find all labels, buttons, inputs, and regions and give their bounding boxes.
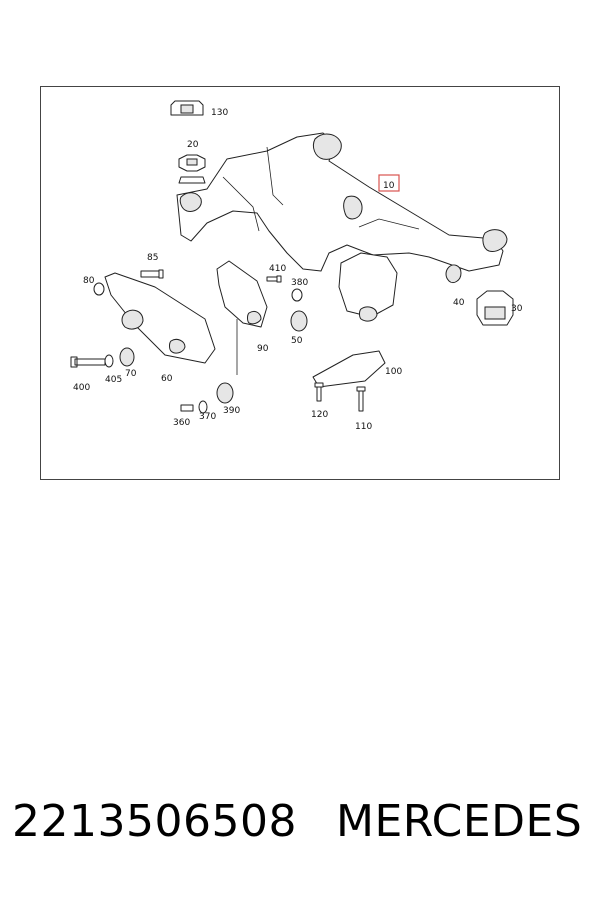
- part-30-mount: [476, 290, 514, 326]
- part-370-washer: [198, 400, 208, 414]
- parts-diagram: 130 20 10 85 80 410 380 40 30 50 90 60 7…: [70, 100, 523, 432]
- part-100-bracket: [312, 350, 386, 388]
- part-400-bolt: [70, 356, 106, 368]
- callout-40: 40: [453, 298, 465, 308]
- callout-120: 120: [311, 410, 328, 420]
- part-80-washer: [93, 282, 105, 296]
- part-10-subframe: [176, 132, 508, 322]
- callout-50: 50: [291, 336, 303, 346]
- callout-400: 400: [73, 383, 90, 393]
- callout-90: 90: [257, 344, 269, 354]
- callout-10-highlight-box: [378, 174, 400, 192]
- part-390-bushing: [216, 382, 234, 404]
- callout-380: 380: [291, 278, 308, 288]
- part-90-bracket: [216, 260, 268, 328]
- callout-30: 30: [511, 304, 523, 314]
- part-110-screw: [356, 386, 366, 412]
- callout-130: 130: [211, 108, 228, 118]
- callout-10: 10: [383, 181, 395, 191]
- part-360-bolt: [180, 404, 194, 412]
- callout-360: 360: [173, 418, 190, 428]
- callout-410: 410: [269, 264, 286, 274]
- callout-60: 60: [161, 374, 173, 384]
- caption: 2213506508 MERCEDES: [0, 796, 600, 866]
- callout-85: 85: [147, 253, 158, 263]
- part-70-bushing: [119, 347, 135, 367]
- part-40-bushing: [445, 264, 462, 284]
- part-50-bushing: [290, 310, 308, 332]
- callout-100: 100: [385, 367, 402, 377]
- part-380-washer: [291, 288, 303, 302]
- callout-20: 20: [187, 140, 199, 150]
- part-85-bolt: [140, 269, 164, 279]
- callout-70: 70: [125, 369, 137, 379]
- callout-110: 110: [355, 422, 372, 432]
- part-120-screw: [314, 382, 324, 402]
- part-20-nut: [178, 154, 206, 184]
- callout-80: 80: [83, 276, 95, 286]
- callout-390: 390: [223, 406, 240, 416]
- part-60-bracket: [104, 272, 216, 364]
- callout-370: 370: [199, 412, 216, 422]
- callout-405: 405: [105, 375, 122, 385]
- part-130-mount-cap: [170, 100, 204, 116]
- brand-name: MERCEDES: [336, 796, 583, 847]
- part-number: 2213506508: [12, 796, 297, 847]
- parts-diagram-frame: 130 20 10 85 80 410 380 40 30 50 90 60 7…: [40, 86, 560, 480]
- part-410-bolt: [266, 275, 282, 283]
- part-405-washer: [104, 354, 114, 368]
